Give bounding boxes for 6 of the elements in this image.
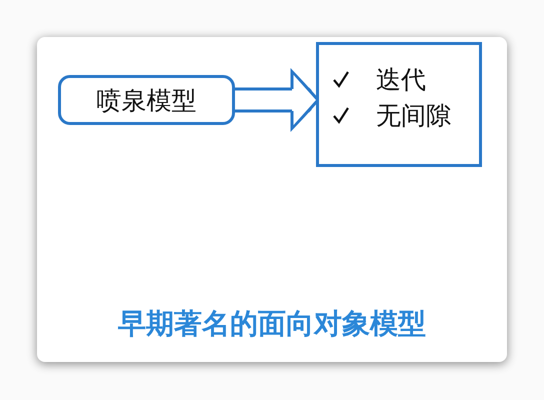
feature-box — [316, 42, 482, 167]
caption: 早期著名的面向对象模型 — [117, 310, 427, 338]
list-item: 无间隙 — [376, 103, 451, 128]
node-label: 喷泉模型 — [96, 88, 198, 113]
list-item: 迭代 — [376, 67, 426, 92]
process-box — [58, 75, 235, 125]
